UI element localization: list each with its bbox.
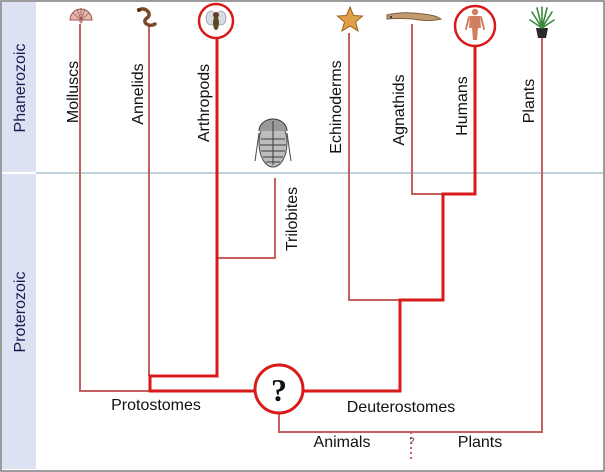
shell-icon <box>69 8 93 24</box>
potted-plant-icon <box>529 6 555 38</box>
eel-icon <box>386 12 443 21</box>
group-label-deuterostomes: Deuterostomes <box>347 399 456 416</box>
taxon-label-molluscs: Molluscs <box>65 61 82 123</box>
era-label-phanerozoic: Phanerozoic <box>12 44 29 133</box>
unknown-split-mark: ? <box>409 436 414 446</box>
taxon-label-trilobites: Trilobites <box>284 187 301 251</box>
arthropods-highlight-circle <box>197 2 235 40</box>
group-label-animals: Animals <box>314 434 371 451</box>
thick-arthropods-to-root <box>148 37 262 393</box>
unknown-ancestor-mark: ? <box>271 372 287 408</box>
common-ancestor-circle <box>253 363 305 415</box>
branch-molluscs <box>79 24 150 392</box>
taxon-label-plants: Plants <box>521 79 538 123</box>
group-label-protostomes: Protostomes <box>111 397 201 414</box>
humans-highlight-circle <box>453 4 497 48</box>
thin-branches <box>79 24 543 462</box>
thick-root-to-humans <box>298 45 477 393</box>
trilobite-icon <box>254 118 292 168</box>
worm-icon <box>137 7 157 28</box>
era-label-proterozoic: Proterozoic <box>12 272 29 353</box>
taxon-label-arthropods: Arthropods <box>196 64 213 142</box>
branch-echinoderms <box>348 33 400 301</box>
fly-icon <box>205 10 227 30</box>
starfish-icon <box>336 5 364 33</box>
taxon-label-humans: Humans <box>454 76 471 136</box>
branch-agnathids <box>411 24 443 195</box>
group-label-plants: Plants <box>458 434 502 451</box>
branch-trilobites <box>217 178 276 259</box>
taxon-label-annelids: Annelids <box>130 63 147 124</box>
taxon-label-agnathids: Agnathids <box>391 74 408 145</box>
era-band <box>2 2 36 469</box>
highlighted-lineage <box>148 37 477 393</box>
human-icon <box>465 8 485 40</box>
taxon-label-echinoderms: Echinoderms <box>328 60 345 153</box>
